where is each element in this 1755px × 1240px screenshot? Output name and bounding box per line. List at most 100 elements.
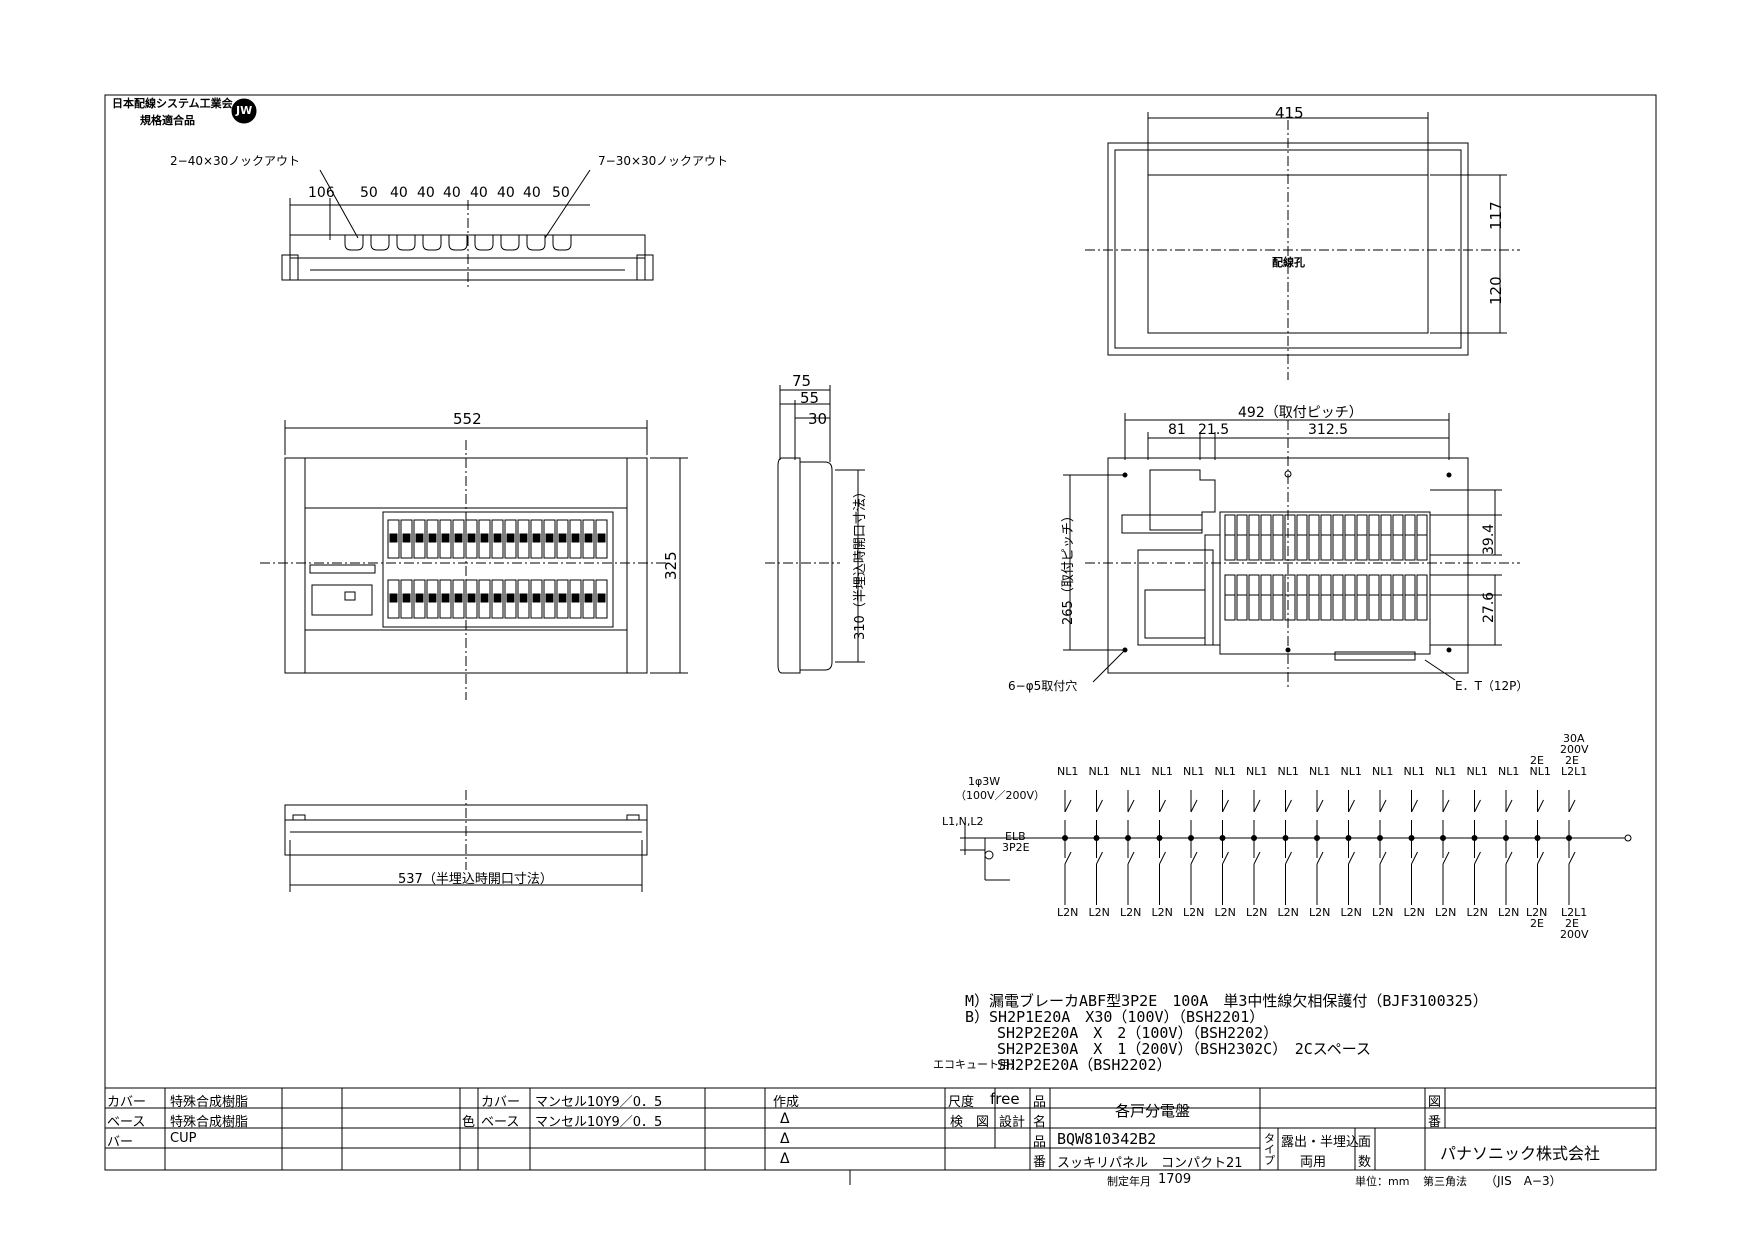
supply-voltage-label: （100V／200V） xyxy=(955,789,1046,802)
front-width-dim: 552 xyxy=(453,410,482,428)
breaker-handle xyxy=(441,533,450,543)
breaker-handle xyxy=(480,593,489,603)
branch-breaker xyxy=(1392,514,1404,561)
logo-text: JW xyxy=(236,104,253,117)
bus-junction xyxy=(1125,835,1131,841)
bus-junction xyxy=(1566,835,1572,841)
tb-dual-use: 両用 xyxy=(1300,1155,1327,1170)
breaker-contact-bottom xyxy=(1285,851,1292,865)
breaker-contact-bottom xyxy=(1127,851,1135,865)
branch-breaker xyxy=(413,519,426,559)
bus-junction xyxy=(1062,835,1068,841)
breaker-handle xyxy=(415,533,424,543)
supply-label: 1φ3W xyxy=(968,775,1001,788)
breaker-handle xyxy=(467,533,476,543)
elb-label: ELB xyxy=(1005,830,1026,843)
breaker-contact-top xyxy=(1096,799,1103,813)
breaker-handle xyxy=(454,593,463,603)
branch-breaker xyxy=(491,519,504,559)
breaker-handle xyxy=(402,593,411,603)
tb-company: パナソニック株式会社 xyxy=(1440,1144,1601,1163)
tb-mei: 名 xyxy=(1033,1115,1047,1130)
breaker-contact-bottom xyxy=(1096,851,1103,865)
branch-breaker xyxy=(1356,514,1368,561)
knockout xyxy=(474,235,494,251)
bottom-width-dim: 537（半埋込時開口寸法） xyxy=(398,872,553,887)
tb-cover: カバー xyxy=(107,1095,147,1110)
jw-logo-icon xyxy=(231,98,257,124)
breaker-handle xyxy=(532,533,541,543)
circuit-2e-label: 2E xyxy=(1565,754,1579,767)
circuit-30a-label: 30A xyxy=(1563,732,1585,745)
circuit-200v-label: 200V xyxy=(1560,743,1589,756)
breaker-handle xyxy=(584,593,593,603)
inner-vpitch-dim: 265（取付ピッチ） xyxy=(1061,509,1076,625)
branch-breaker xyxy=(556,579,569,619)
breaker-handle xyxy=(558,533,567,543)
dim-top-8: 50 xyxy=(552,185,570,201)
tb-scale-value: free xyxy=(990,1090,1020,1108)
branch-breaker xyxy=(1308,514,1320,561)
wiring-hole-label: 配線孔 xyxy=(1272,256,1305,269)
breaker-contact-bottom xyxy=(1222,851,1229,865)
branch-breaker xyxy=(1380,514,1392,561)
breaker-handle xyxy=(467,593,476,603)
breaker-contact-bottom xyxy=(1316,851,1324,865)
breaker-contact-bottom xyxy=(1442,851,1450,865)
branch-breaker xyxy=(1416,574,1428,621)
circuit-l2l1-label: L2L1 xyxy=(1561,765,1588,778)
branch-breaker xyxy=(543,519,556,559)
bus-junction xyxy=(1440,835,1446,841)
inner-pitch-dim: 492（取付ピッチ） xyxy=(1238,405,1363,421)
branch-breaker xyxy=(426,519,439,559)
tb-delta-3: Δ xyxy=(780,1151,790,1167)
branch-breaker xyxy=(439,579,452,619)
dim-top-3: 40 xyxy=(417,185,435,201)
bus-junction xyxy=(1534,835,1541,841)
branch-breaker xyxy=(1248,514,1260,561)
inner-dim-3125: 312.5 xyxy=(1308,422,1349,438)
breaker-handle xyxy=(428,533,437,543)
branch-breaker xyxy=(582,519,595,559)
circuit-top-label: NL1 xyxy=(1498,765,1520,778)
circuit-bottom-label: L2N xyxy=(1214,906,1236,919)
tb-men: 面 xyxy=(1358,1135,1372,1150)
note-b2: SH2P2E20A X 2（100V）（BSH2202） xyxy=(997,1024,1279,1042)
tb-projection: 第三角法 xyxy=(1423,1175,1467,1188)
branch-breaker xyxy=(1320,574,1332,621)
inner-dim-215: 21.5 xyxy=(1198,422,1230,438)
knockout-right-label: 7−30×30ノックアウト xyxy=(598,154,729,168)
branch-breaker xyxy=(517,579,530,619)
tb-series: スッキリパネル コンパクト21 xyxy=(1057,1156,1243,1171)
tb-checked: 検 図 xyxy=(950,1115,990,1130)
tb-color-cover-value: マンセル10Y9／0．5 xyxy=(535,1095,663,1110)
breaker-handle xyxy=(454,533,463,543)
org-name: 日本配線システム工業会 xyxy=(112,97,233,110)
circuit-bottom-label: L2N xyxy=(1435,906,1457,919)
branch-breaker xyxy=(1224,574,1236,621)
mounting-holes-label: 6−φ5取付穴 xyxy=(1008,679,1078,693)
breaker-contact-bottom xyxy=(1537,851,1544,865)
branch-breaker xyxy=(400,579,413,619)
branch-breaker xyxy=(1404,514,1416,561)
breaker-handle xyxy=(402,533,411,543)
branch-breaker xyxy=(426,579,439,619)
tb-color-cover: カバー xyxy=(481,1095,521,1110)
branch-breaker xyxy=(413,579,426,619)
breaker-contact-top xyxy=(1222,799,1229,813)
tb-zuban: 番 xyxy=(1428,1115,1442,1130)
side-depth-75: 75 xyxy=(792,372,812,390)
circuit-bottom-label: L2N xyxy=(1277,906,1299,919)
breaker-contact-top xyxy=(1127,799,1135,813)
breaker-contact-top xyxy=(1285,799,1292,813)
branch-breaker xyxy=(491,579,504,619)
circuit-top-label: NL1 xyxy=(1120,765,1142,778)
breaker-handle xyxy=(506,533,515,543)
side-depth-30: 30 xyxy=(808,410,828,428)
back-width-dim: 415 xyxy=(1275,104,1304,122)
breaker-contact-top xyxy=(1316,799,1324,813)
dim-top-1: 50 xyxy=(360,185,378,201)
et-label: E．T（12P） xyxy=(1455,679,1529,693)
dim-top-0: 106 xyxy=(308,185,335,201)
